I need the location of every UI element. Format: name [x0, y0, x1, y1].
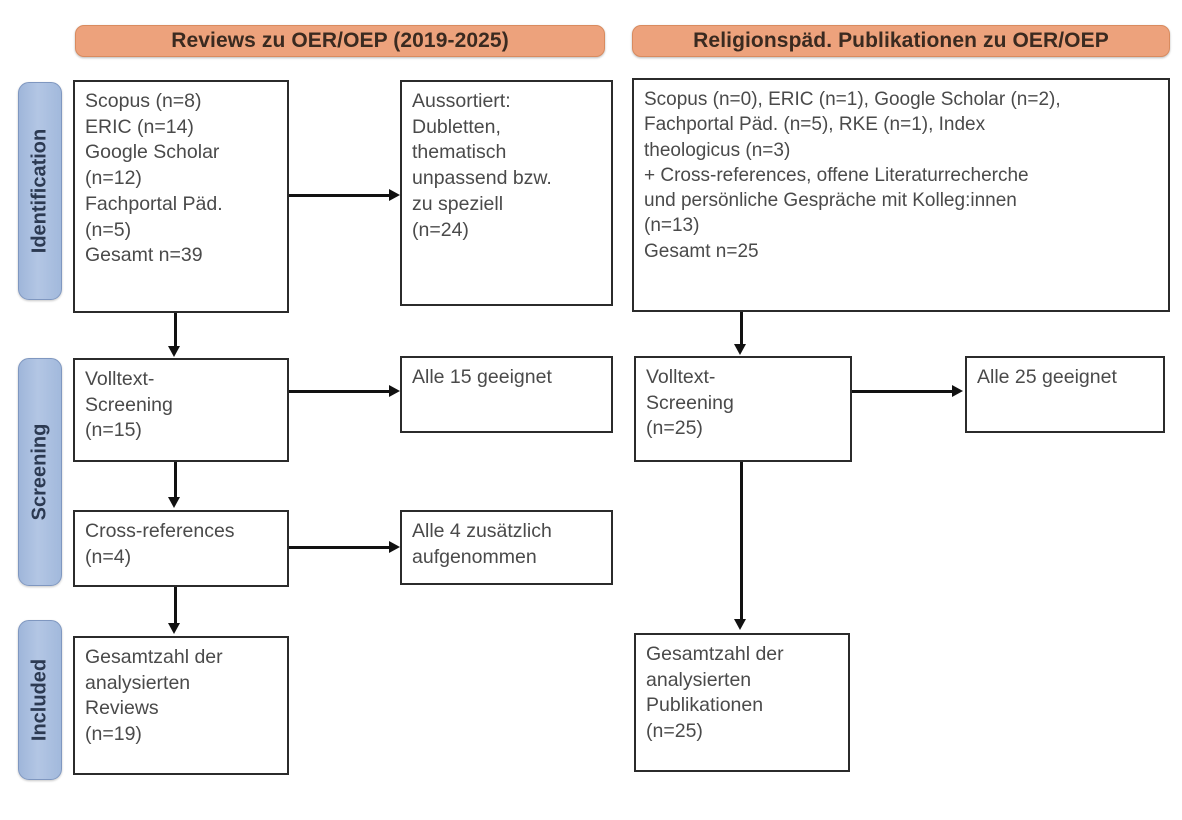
box-right-fulltext-result: Alle 25 geeignet	[965, 356, 1165, 433]
arrowhead-left-ident-to-excluded	[389, 189, 400, 201]
box-left-crossrefs-result: Alle 4 zusätzlich aufgenommen	[400, 510, 613, 585]
stage-bar-included: Included	[18, 620, 62, 780]
box-right-included: Gesamtzahl der analysierten Publikatione…	[634, 633, 850, 772]
stage-bar-screening: Screening	[18, 358, 62, 586]
column-header-reviews: Reviews zu OER/OEP (2019-2025)	[75, 25, 605, 57]
connector-right-ident-to-fulltext	[740, 312, 743, 345]
connector-right-fulltext-to-result	[852, 390, 952, 393]
column-header-religionspaed: Religionspäd. Publikationen zu OER/OEP	[632, 25, 1170, 57]
connector-right-fulltext-to-included	[740, 462, 743, 620]
connector-left-ident-to-excluded	[289, 194, 389, 197]
stage-label-screening: Screening	[28, 423, 51, 521]
connector-left-crossrefs-to-result	[289, 546, 389, 549]
connector-left-fulltext-to-crossrefs	[174, 462, 177, 498]
arrowhead-right-fulltext-to-included	[734, 619, 746, 630]
arrowhead-left-fulltext-to-result	[389, 385, 400, 397]
box-right-identification: Scopus (n=0), ERIC (n=1), Google Scholar…	[632, 78, 1170, 312]
box-left-excluded: Aussortiert: Dubletten, thematisch unpas…	[400, 80, 613, 306]
box-left-fulltext-result: Alle 15 geeignet	[400, 356, 613, 433]
box-right-fulltext-screening: Volltext- Screening (n=25)	[634, 356, 852, 462]
arrowhead-right-fulltext-to-result	[952, 385, 963, 397]
column-header-reviews-label: Reviews zu OER/OEP (2019-2025)	[171, 29, 509, 52]
arrowhead-right-ident-to-fulltext	[734, 344, 746, 355]
connector-left-crossrefs-to-included	[174, 587, 177, 624]
stage-label-identification: Identification	[28, 128, 51, 254]
box-left-crossrefs: Cross-references (n=4)	[73, 510, 289, 587]
column-header-religionspaed-label: Religionspäd. Publikationen zu OER/OEP	[693, 29, 1109, 52]
box-left-included: Gesamtzahl der analysierten Reviews (n=1…	[73, 636, 289, 775]
arrowhead-left-crossrefs-to-result	[389, 541, 400, 553]
connector-left-ident-to-fulltext	[174, 313, 177, 347]
arrowhead-left-fulltext-to-crossrefs	[168, 497, 180, 508]
arrowhead-left-ident-to-fulltext	[168, 346, 180, 357]
arrowhead-left-crossrefs-to-included	[168, 623, 180, 634]
connector-left-fulltext-to-result	[289, 390, 389, 393]
stage-label-included: Included	[28, 658, 51, 742]
stage-bar-identification: Identification	[18, 82, 62, 300]
box-left-fulltext-screening: Volltext- Screening (n=15)	[73, 358, 289, 462]
box-left-identification: Scopus (n=8) ERIC (n=14) Google Scholar …	[73, 80, 289, 313]
